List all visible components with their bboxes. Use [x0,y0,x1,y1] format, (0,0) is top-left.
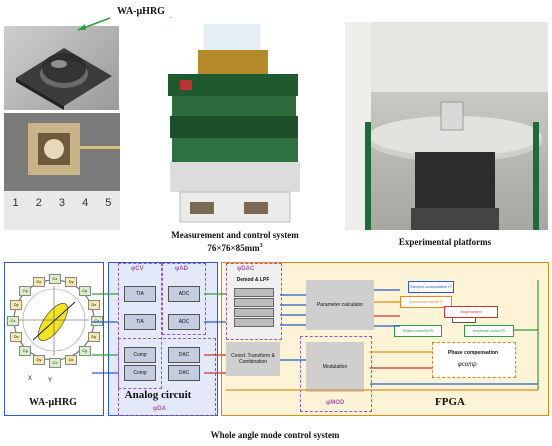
ruler-number: 4 [82,197,89,209]
experimental-platform-illustration [345,22,548,230]
platform-caption: Experimental platforms [398,237,492,247]
pi-block: Phase controller PI [394,325,442,337]
electrode-label: Cy [19,286,32,297]
tia-block: TIA [124,286,156,302]
coord-transform-block: Coord. Transform & Combination [226,342,280,376]
ruler-number: 5 [105,197,112,209]
phi-da-label: φDA [153,406,166,412]
demod-multiplier-block [234,288,274,297]
parameter-calculator-label: Parameter calculator [316,302,364,308]
measurement-system-illustration [168,24,300,223]
electrode-label: Cy [78,286,91,297]
phi-ad-box [162,263,206,335]
phi-mod-label: φMOD [326,400,345,406]
demod-multiplier-block [234,308,274,317]
phase-compensation-label: Phase compensation [447,350,498,356]
axis-y-label: Y [48,378,53,384]
fpga-label: FPGA [435,396,465,408]
adc-block: ADC [168,314,200,330]
axis-x-label: X [28,376,33,382]
electrode-label: Dy [87,332,100,343]
dac-block: DAC [168,365,200,381]
ruler-number: 2 [35,197,42,209]
demod-multiplier-block [234,298,274,307]
electrode-label: Cy [78,345,91,356]
phi-mod-box [300,336,372,412]
experimental-platform-photo [345,22,548,230]
comp-block: Comp [124,347,156,363]
pi-block: Amplitude control PI [464,325,514,337]
gyro-package-photo [4,26,119,110]
adc-block: ADC [168,286,200,302]
pi-block: Damped compensation PI [408,281,454,293]
phi-comp-label: φcomp [458,362,477,368]
modulation-label: Modulation [322,364,348,370]
comp-block: Comp [124,365,156,381]
dac-block: DAC [168,347,200,363]
bottom-caption: Whole angle mode control system [210,430,340,440]
phi-cv-box [118,263,162,389]
modulation-block: Modulation [306,342,364,392]
gyro-board-illustration [4,113,120,230]
system-dimensions-superscript: 3 [259,243,263,249]
analog-circuit-label: Analog circuit [124,389,192,401]
electrode-label: Dy [10,299,23,310]
phase-compensation-box [432,342,516,378]
ruler-number: 3 [58,197,66,209]
measurement-system-photo [150,18,320,230]
electrode-label: Dy [65,277,78,288]
demod-title: Demod & LPF [236,277,270,283]
electrode-label: Dx [32,277,45,288]
phi-dac-label: φDAC [237,266,255,272]
electrode-label: Dy [32,354,45,365]
pi-block: Quadrature control PI [400,296,452,308]
system-caption-line2: 76×76×85mm3 [140,241,330,254]
electrode-label: Dx [87,299,100,310]
ruler-number: 1 [12,197,19,209]
electrode-label: Cx [91,316,103,326]
electrode-label: Dx [10,332,23,343]
system-caption-line1: Measurement and control system [171,230,299,240]
phi-da-box [118,338,216,416]
phi-cv-label: φCV [131,266,144,272]
electrode-label: Cx [49,274,61,284]
phi-ad-label: φAD [175,266,188,272]
top-gyro-label: WA-μHRG [117,6,165,17]
electrode-label: Dx [65,354,78,365]
demod-multiplier-block [234,318,274,327]
electrode-label: Cx [49,358,61,368]
parameter-calculator-block: Parameter calculator [306,280,374,330]
electrode-label: Cx [7,316,19,326]
pi-block: Angle control [444,306,498,318]
gyro-board-photo: 1 2 3 4 5 [4,113,120,230]
system-dimensions: 76×76×85mm [207,243,260,253]
gyro-panel-label: WA-μHRG [29,397,77,408]
tia-block: TIA [124,314,156,330]
gyro-package-illustration [16,48,112,110]
electrode-label: Cy [19,345,32,356]
coord-transform-label: Coord. Transform & Combination [231,353,275,365]
